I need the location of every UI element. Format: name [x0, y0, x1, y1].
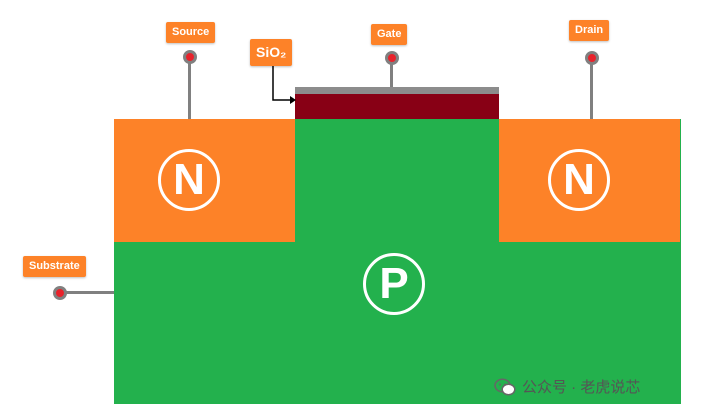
substrate-label: Substrate — [23, 256, 86, 278]
watermark: 公众号 · 老虎说芯 — [494, 376, 640, 397]
oxide-layer — [295, 87, 499, 94]
drain-n-badge: N — [548, 149, 610, 211]
source-n-badge: N — [158, 149, 220, 211]
source-lead — [188, 58, 191, 119]
drain-label: Drain — [569, 20, 610, 42]
gate-lead — [390, 60, 393, 87]
drain-lead — [590, 60, 593, 119]
drain-pin-icon — [585, 51, 599, 65]
oxide-pointer-arrow — [272, 66, 296, 104]
gate-electrode — [295, 94, 499, 119]
wechat-icon — [494, 377, 516, 395]
gate-pin-icon — [385, 51, 399, 65]
source-pin-icon — [183, 50, 197, 64]
oxide-label: SiO₂ — [250, 39, 293, 66]
gate-label: Gate — [371, 24, 408, 46]
source-label: Source — [166, 22, 216, 44]
substrate-lead — [64, 291, 114, 294]
substrate-pin-icon — [53, 286, 67, 300]
body-p-badge: P — [363, 253, 425, 315]
watermark-text: 公众号 · 老虎说芯 — [522, 379, 641, 396]
